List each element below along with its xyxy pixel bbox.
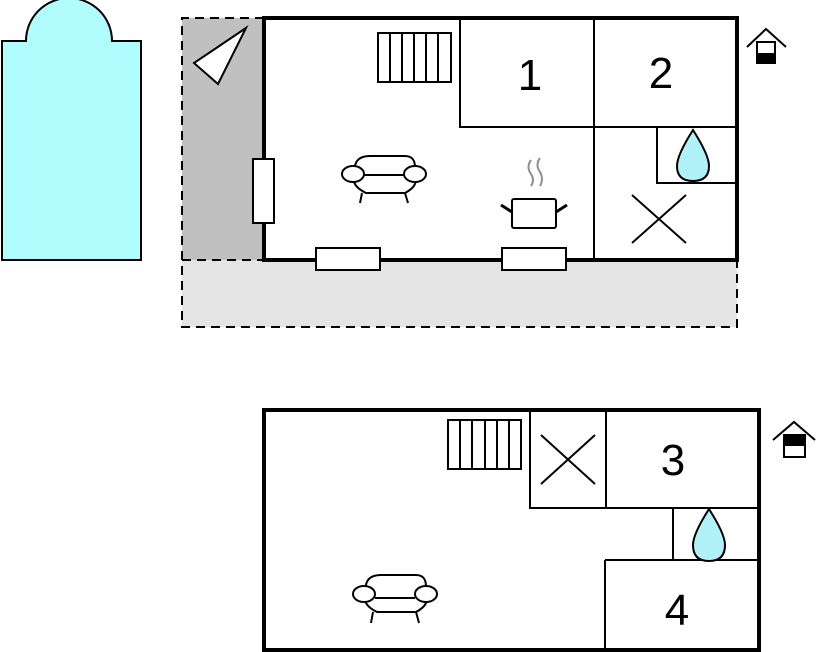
- sofa-icon: [341, 155, 427, 204]
- room-4-label: 4: [665, 586, 689, 635]
- room-2-label: 2: [649, 49, 673, 98]
- sofa-icon: [352, 574, 438, 624]
- window: [252, 158, 275, 224]
- house-upper-floor-icon: [772, 420, 816, 458]
- terrace: [182, 260, 737, 327]
- storage-icon: [540, 434, 596, 485]
- house-ground-floor-icon: [746, 27, 787, 64]
- terrace-outline: [181, 17, 738, 328]
- bathroom-icon: [675, 128, 711, 183]
- window: [501, 247, 567, 271]
- satellite-dish-icon: [192, 25, 249, 86]
- bathroom-icon: [691, 507, 727, 563]
- kitchen-icon: [500, 157, 568, 229]
- room-1-label: 1: [518, 51, 542, 100]
- pool: [1, 0, 142, 261]
- stairs-icon: [377, 32, 452, 83]
- room-3-label: 3: [661, 436, 685, 485]
- storage-icon: [631, 194, 687, 244]
- stairs-icon: [447, 419, 522, 470]
- window: [315, 247, 381, 271]
